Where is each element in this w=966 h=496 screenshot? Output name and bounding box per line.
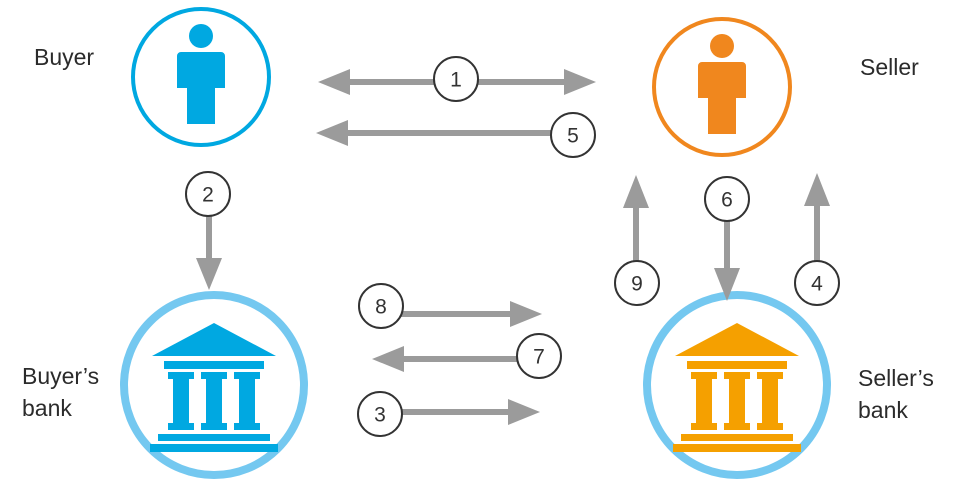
step-2-number: 2 — [202, 184, 214, 207]
arrow-step-2 — [196, 214, 222, 290]
step-2-badge — [185, 171, 231, 217]
sellers-bank-label-line2: bank — [858, 397, 908, 423]
step-7-number: 7 — [533, 346, 545, 369]
step-4-number: 4 — [811, 273, 823, 296]
seller-label: Seller — [860, 54, 919, 80]
buyer-node-ring — [131, 7, 271, 147]
sellers-bank-label: Seller’s bank — [858, 364, 934, 424]
person-icon — [698, 34, 746, 134]
bank-building-icon — [673, 323, 801, 452]
arrow-step-6 — [714, 220, 740, 301]
step-5-badge — [550, 112, 596, 158]
arrow-step-7 — [372, 346, 520, 372]
buyer-label: Buyer — [34, 44, 95, 70]
arrow-step-4 — [804, 173, 830, 262]
step-3-badge — [357, 391, 403, 437]
buyers-bank-label-line2: bank — [22, 395, 72, 421]
step-8-badge — [358, 283, 404, 329]
seller-node-ring — [652, 17, 792, 157]
sellers-bank-label-line1: Seller’s — [858, 365, 934, 391]
step-9-badge — [614, 260, 660, 306]
bank-building-icon — [150, 323, 278, 452]
step-9-number: 9 — [631, 273, 643, 296]
sellers-bank-node-ring — [643, 291, 831, 479]
arrow-step-8 — [400, 301, 542, 327]
arrow-step-3 — [400, 399, 540, 425]
step-3-number: 3 — [374, 404, 386, 427]
person-icon — [177, 24, 225, 124]
arrow-step-9 — [623, 175, 649, 262]
buyers-bank-node-ring — [120, 291, 308, 479]
buyers-bank-label: Buyer’s bank — [22, 362, 99, 422]
step-7-badge — [516, 333, 562, 379]
step-8-number: 8 — [375, 296, 387, 319]
step-4-badge — [794, 260, 840, 306]
step-1-badge — [433, 56, 479, 102]
arrow-step-5 — [316, 120, 560, 146]
step-6-badge — [704, 176, 750, 222]
step-6-number: 6 — [721, 189, 733, 212]
step-1-number: 1 — [450, 69, 462, 92]
buyers-bank-label-line1: Buyer’s — [22, 363, 100, 389]
step-5-number: 5 — [567, 125, 579, 148]
